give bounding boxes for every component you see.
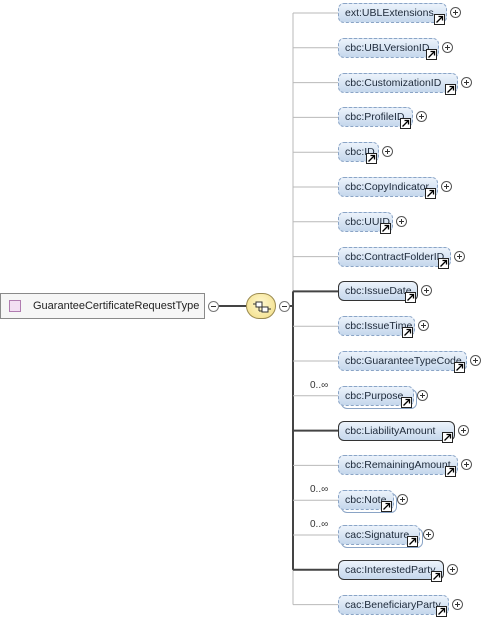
expand-plus-icon[interactable] [382, 146, 393, 158]
reference-arrow-icon [431, 570, 442, 582]
reference-arrow-icon [438, 257, 449, 269]
cardinality-label: 0..∞ [310, 519, 329, 530]
expand-plus-icon[interactable] [447, 563, 458, 575]
element-node[interactable]: cbc:ContractFolderID [338, 246, 451, 267]
sequence-compositor-icon[interactable] [246, 293, 276, 319]
element-node[interactable]: cbc:IssueDate [338, 281, 418, 302]
reference-arrow-icon [445, 466, 456, 478]
reference-arrow-icon [366, 153, 377, 165]
element-name: cbc:GuaranteeTypeCode [345, 355, 462, 367]
element-name: cbc:UUID [345, 215, 390, 228]
element-node[interactable]: cbc:Purpose [338, 385, 414, 406]
reference-arrow-icon [402, 327, 413, 339]
reference-arrow-icon [405, 292, 416, 304]
expand-plus-icon[interactable] [397, 494, 408, 506]
expand-plus-icon[interactable] [452, 598, 463, 610]
element-name: cbc:IssueDate [345, 285, 412, 298]
expand-plus-icon[interactable] [441, 181, 452, 192]
complex-type-icon [9, 300, 21, 312]
reference-arrow-icon [407, 536, 418, 547]
reference-arrow-icon [425, 188, 436, 199]
element-node[interactable]: cbc:UUID [338, 211, 393, 232]
root-collapse-icon[interactable] [208, 301, 219, 312]
element-node[interactable]: cbc:LiabilityAmount [338, 420, 455, 441]
element-node[interactable]: cac:BeneficiaryParty [338, 594, 449, 615]
expand-plus-icon[interactable] [416, 111, 427, 123]
reference-arrow-icon [380, 222, 391, 234]
expand-plus-icon[interactable] [450, 7, 461, 18]
reference-arrow-icon [381, 501, 392, 513]
element-node[interactable]: cbc:Note [338, 490, 394, 511]
root-type-box[interactable]: GuaranteeCertificateRequestType [0, 293, 205, 319]
element-node[interactable]: cbc:GuaranteeTypeCode [338, 351, 467, 371]
element-name: cbc:CopyIndicator [345, 181, 430, 193]
element-node[interactable]: cbc:ProfileID [338, 107, 413, 128]
reference-arrow-icon [400, 118, 411, 130]
expand-plus-icon[interactable] [396, 215, 407, 227]
element-name: ext:UBLExtensions [345, 7, 434, 19]
expand-plus-icon[interactable] [470, 355, 481, 366]
expand-plus-icon[interactable] [423, 529, 434, 540]
reference-arrow-icon [434, 14, 445, 25]
element-name: cbc:RemainingAmount [345, 459, 451, 472]
expand-plus-icon[interactable] [421, 285, 432, 297]
element-node[interactable]: cac:InterestedParty [338, 559, 444, 580]
element-name: cac:BeneficiaryParty [345, 598, 441, 611]
element-node[interactable]: cbc:UBLVersionID [338, 37, 439, 58]
expand-plus-icon[interactable] [417, 389, 428, 401]
element-node[interactable]: cbc:RemainingAmount [338, 455, 458, 476]
element-name: cbc:Purpose [345, 389, 404, 402]
expand-plus-icon[interactable] [461, 459, 472, 471]
element-node[interactable]: cbc:IssueTime [338, 316, 415, 337]
expand-plus-icon[interactable] [454, 250, 465, 262]
sequence-collapse-icon[interactable] [279, 301, 290, 312]
expand-plus-icon[interactable] [458, 424, 469, 436]
reference-arrow-icon [454, 362, 465, 373]
element-name: cbc:UBLVersionID [345, 41, 430, 54]
element-name: cbc:LiabilityAmount [345, 424, 436, 437]
element-node[interactable]: cac:Signature [338, 525, 420, 545]
expand-plus-icon[interactable] [461, 76, 472, 88]
reference-arrow-icon [445, 83, 456, 95]
element-name: cac:Signature [345, 529, 410, 541]
element-name: cbc:ProfileID [345, 111, 405, 124]
element-name: cbc:Note [345, 494, 387, 507]
element-name: cac:InterestedParty [345, 563, 436, 576]
element-name: cbc:CustomizationID [345, 76, 442, 89]
reference-arrow-icon [442, 431, 453, 443]
element-node[interactable]: cbc:CustomizationID [338, 72, 458, 93]
root-type-label: GuaranteeCertificateRequestType [33, 300, 200, 312]
reference-arrow-icon [401, 396, 412, 408]
element-name: cbc:IssueTime [345, 320, 413, 333]
element-node[interactable]: cbc:CopyIndicator [338, 177, 438, 197]
expand-plus-icon[interactable] [418, 320, 429, 332]
reference-arrow-icon [436, 605, 447, 617]
element-name: cbc:ContractFolderID [345, 250, 445, 263]
reference-arrow-icon [426, 48, 437, 60]
cardinality-label: 0..∞ [310, 484, 329, 496]
cardinality-label: 0..∞ [310, 379, 329, 391]
expand-plus-icon[interactable] [442, 41, 453, 53]
element-node[interactable]: ext:UBLExtensions [338, 3, 447, 23]
